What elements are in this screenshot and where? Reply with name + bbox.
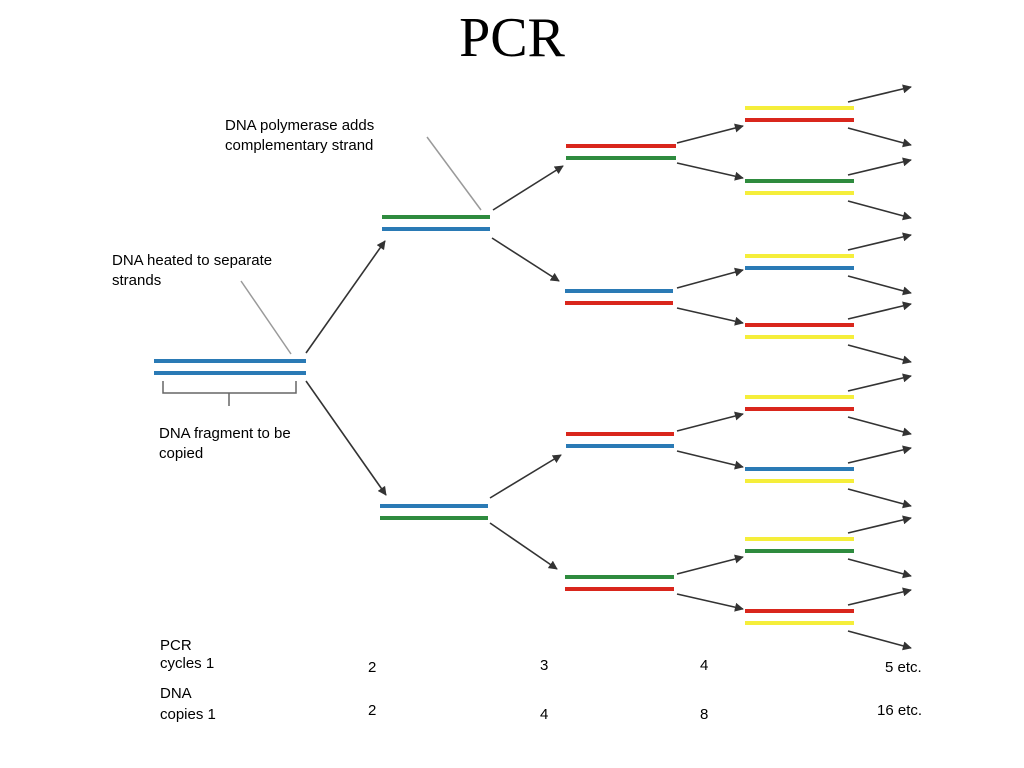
arrow — [676, 123, 744, 144]
heated-annotation: DNA heated to separate strands — [112, 251, 272, 291]
arrow — [847, 416, 912, 437]
arrow — [676, 450, 744, 470]
arrow — [847, 630, 912, 651]
copies-label-line-2: copies 1 — [160, 706, 216, 723]
arrow — [847, 344, 912, 365]
cycle-value: 4 — [700, 657, 709, 674]
cycles-label-line-1: PCR — [160, 637, 192, 654]
pointer-line — [240, 280, 292, 355]
heated-annotation-line-1: DNA heated to separate — [112, 252, 273, 269]
fragment-annotation-line-2: copied — [159, 445, 204, 462]
arrow — [847, 157, 912, 176]
cycle-value: 5 etc. — [885, 659, 922, 676]
cycles-label-line-2: cycles 1 — [160, 655, 215, 672]
polymerase-annotation-line-2: complementary strand — [225, 137, 374, 154]
fragment-bracket — [162, 381, 297, 406]
arrow — [676, 554, 744, 575]
arrow — [847, 488, 912, 509]
arrow — [305, 380, 387, 496]
arrow — [676, 411, 744, 432]
slide-title: PCR — [459, 7, 565, 69]
heated-annotation-line-2: strands — [112, 272, 162, 289]
copies-value: 8 — [700, 706, 709, 723]
arrow — [847, 445, 912, 464]
arrow — [489, 454, 562, 499]
copies-label-line-1: DNA — [160, 685, 192, 702]
copies-value: 16 etc. — [877, 702, 923, 719]
arrow — [676, 593, 744, 612]
arrow — [847, 232, 912, 251]
fragment-annotation: DNA fragment to be copied — [159, 424, 291, 464]
arrow — [847, 515, 912, 534]
arrow — [847, 558, 912, 579]
arrow — [489, 522, 558, 570]
copies-value: 4 — [540, 706, 549, 723]
arrow — [676, 307, 744, 326]
arrow — [676, 267, 744, 289]
cycles-row-label: PCR cycles 1 — [160, 637, 214, 673]
arrow — [847, 84, 912, 103]
arrow — [847, 373, 912, 392]
arrow — [491, 237, 560, 282]
arrow — [676, 162, 744, 181]
arrow — [492, 165, 564, 211]
copies-value: 2 — [368, 702, 377, 719]
polymerase-annotation: DNA polymerase adds complementary strand — [225, 116, 374, 156]
arrow — [847, 587, 912, 606]
arrow — [847, 200, 912, 221]
cycle-value: 3 — [540, 657, 549, 674]
fragment-annotation-line-1: DNA fragment to be — [159, 425, 291, 442]
pointer-line — [426, 136, 482, 211]
arrow — [847, 127, 912, 148]
arrow — [305, 240, 386, 354]
arrow — [847, 275, 912, 296]
polymerase-annotation-line-1: DNA polymerase adds — [225, 117, 375, 134]
copies-row-label: DNA copies 1 — [160, 685, 216, 724]
arrow — [847, 301, 912, 320]
cycle-value: 2 — [368, 659, 377, 676]
